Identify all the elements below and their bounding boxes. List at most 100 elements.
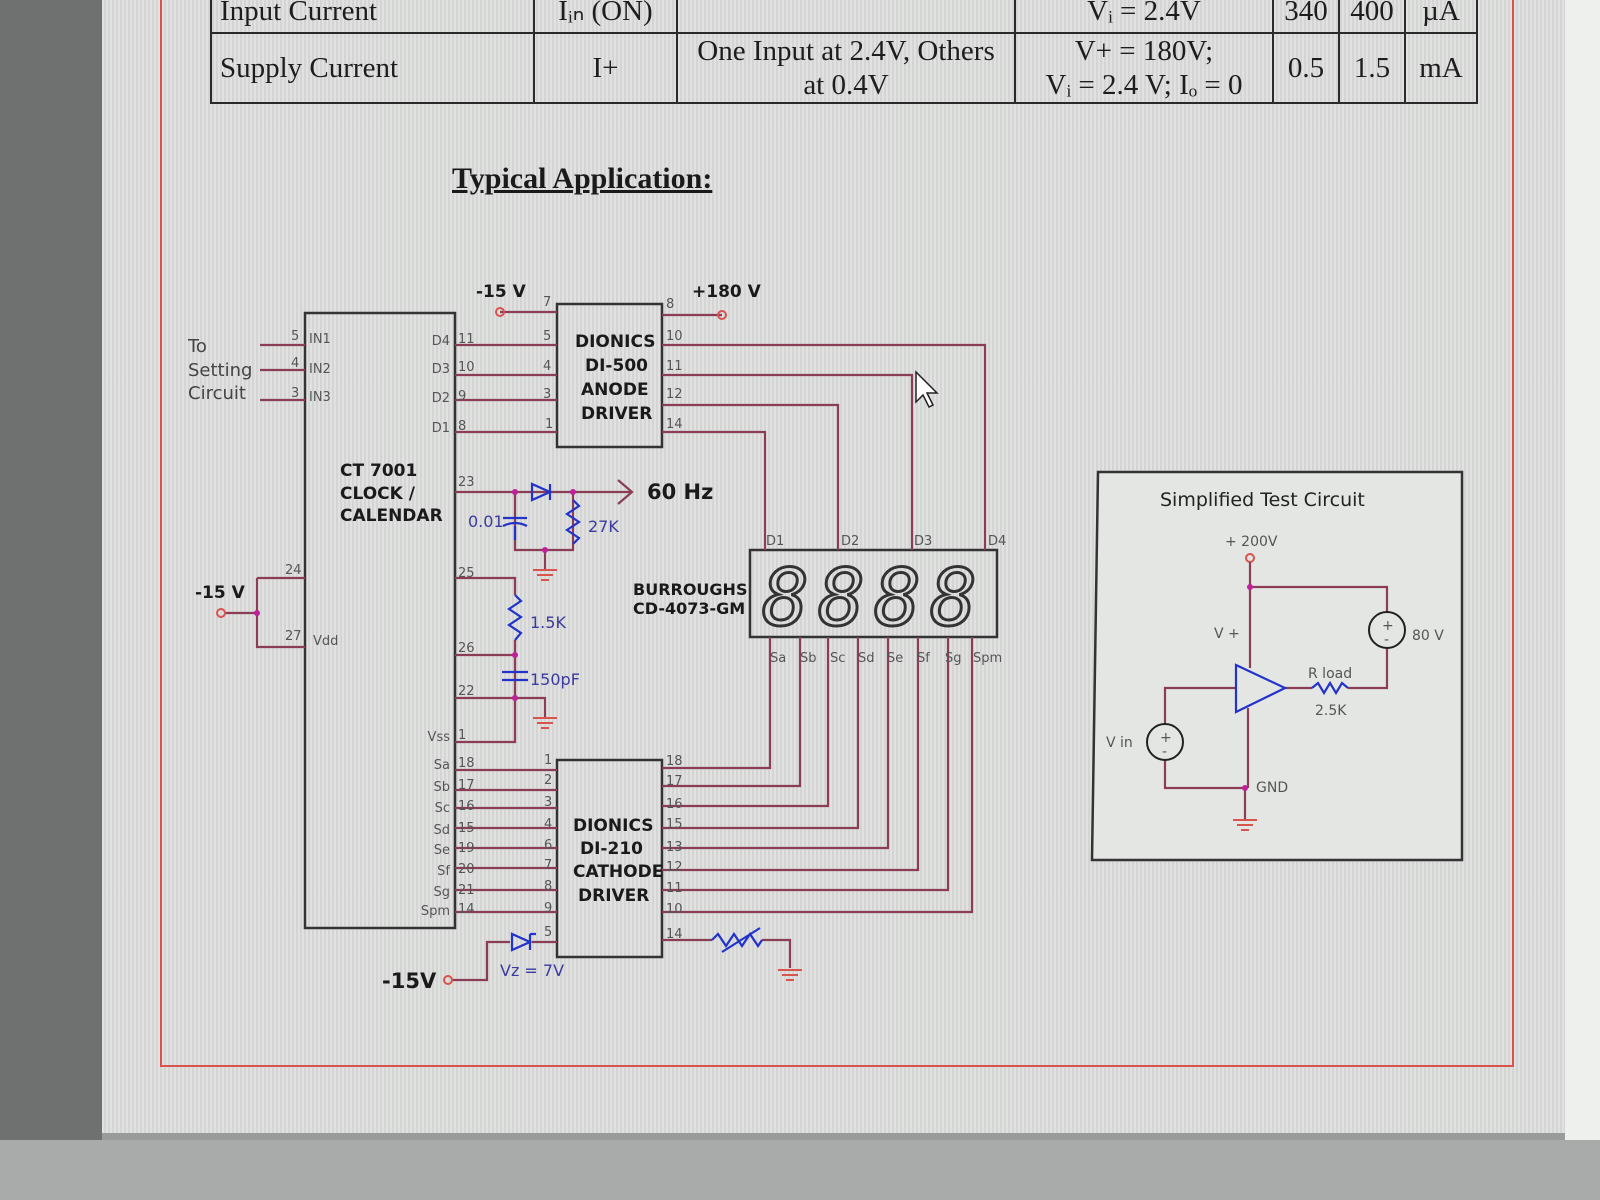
wires — [225, 310, 987, 982]
pin-number: 12 — [666, 860, 683, 875]
svg-text:-: - — [1384, 632, 1389, 648]
param-cell: Supply Current — [210, 32, 535, 104]
variable-resistor-icon — [711, 927, 763, 953]
chip-name: DIONICS — [575, 332, 655, 352]
pin-number: 8 — [666, 297, 674, 312]
section-title: Typical Application: — [452, 162, 713, 195]
display-tube — [748, 548, 999, 639]
svg-text:+: + — [1382, 618, 1394, 634]
terminal-neg15v — [495, 307, 505, 317]
pin-label: Sb — [433, 780, 450, 795]
unit-cell: mA — [1404, 32, 1478, 104]
monitor-bezel-bottom — [0, 1140, 1600, 1200]
pin-number: 11 — [666, 359, 683, 374]
pin-number: 15 — [666, 817, 683, 832]
pin-number: 11 — [458, 332, 475, 347]
chip-name: DRIVER — [578, 886, 649, 906]
pin-number: 18 — [666, 754, 683, 769]
pin-label: Sg — [433, 885, 450, 900]
pin-number: 18 — [458, 756, 475, 771]
test-circuit-box — [1090, 470, 1464, 862]
svg-text:IN1: IN1 — [309, 332, 331, 347]
pin-label: Sc — [435, 801, 450, 816]
segment-label: Spm — [973, 651, 1002, 666]
svg-text:27: 27 — [285, 629, 302, 644]
pin-number: 16 — [666, 797, 683, 812]
conditions-cell: One Input at 2.4V, Others at 0.4V — [676, 32, 1016, 104]
pin-number: 16 — [458, 799, 475, 814]
terminal-neg15v-zener — [443, 975, 453, 985]
pin-label: Vss — [428, 730, 451, 745]
svg-text:24: 24 — [285, 563, 302, 578]
supply-label: +180 V — [692, 282, 762, 302]
table-row: Input Current Iᵢₙ (ON) Vᵢ = 2.4V 340 400… — [210, 0, 1478, 34]
pin-number: 7 — [543, 295, 551, 310]
resistor-label: 1.5K — [530, 613, 566, 632]
pin-number: 10 — [666, 902, 683, 917]
supply-label: -15 V — [195, 583, 246, 603]
amplifier-icon — [1234, 663, 1288, 714]
unit-cell: µA — [1404, 0, 1478, 34]
test-conditions-cell: V+ = 180V;Vᵢ = 2.4 V; Iₒ = 0 — [1014, 32, 1274, 104]
pin-number: 17 — [458, 778, 475, 793]
terminal-neg15v-vdd — [216, 608, 226, 618]
chip-name: CLOCK / — [340, 484, 416, 504]
pin-label: Sd — [433, 823, 450, 838]
supply-label: + 200V — [1225, 534, 1278, 550]
junctions — [254, 489, 576, 701]
symbol-cell: I+ — [533, 32, 678, 104]
pin-number: 4 — [544, 817, 552, 832]
test-condition-line: Vᵢ = 2.4 V; Iₒ = 0 — [1045, 69, 1243, 101]
zener-diode-icon — [510, 932, 536, 952]
pin-number: 1 — [545, 417, 553, 432]
pin-number: 26 — [458, 641, 475, 656]
cathode-driver-chip — [555, 758, 664, 959]
chip-name: CALENDAR — [340, 506, 443, 526]
frequency-label: 60 Hz — [647, 480, 713, 504]
digit-label: D2 — [841, 534, 859, 549]
display-digit: 8 — [762, 554, 809, 644]
capacitor-icon — [502, 670, 528, 682]
pin-number: 12 — [666, 387, 683, 402]
pin-label: Se — [434, 843, 450, 858]
capacitor-icon — [502, 516, 528, 540]
pin-number: 17 — [666, 774, 683, 789]
pin-number: 20 — [458, 862, 475, 877]
chip-name: CATHODE — [573, 862, 663, 882]
pin-number: 7 — [544, 858, 552, 873]
segment-label: Sg — [945, 651, 962, 666]
pin-number: 3 — [543, 387, 551, 402]
pin-number: 25 — [458, 566, 475, 581]
test-circuit-title: Simplified Test Circuit — [1160, 489, 1365, 511]
pin-number: 21 — [458, 883, 475, 898]
page-border — [160, 0, 1514, 1067]
svg-text:IN2: IN2 — [309, 362, 331, 377]
pin-number: 23 — [458, 475, 475, 490]
vin-label: V in — [1106, 735, 1133, 751]
pin-label: Sa — [434, 758, 450, 773]
setting-label: Setting — [188, 360, 252, 381]
display-digit: 8 — [930, 554, 977, 644]
chip-name: DI-500 — [585, 356, 648, 376]
pin-number: 2 — [544, 773, 552, 788]
pin-label: Spm — [421, 904, 450, 919]
supply-label: -15V — [382, 969, 437, 993]
spec-table: Input Current Iᵢₙ (ON) Vᵢ = 2.4V 340 400… — [210, 0, 1478, 104]
source-label: 80 V — [1412, 628, 1444, 644]
pin-number: 1 — [458, 728, 466, 743]
pin-number: 13 — [666, 840, 683, 855]
pin-label: D4 — [432, 334, 450, 349]
desk-background — [0, 0, 102, 1140]
chip-name: DRIVER — [581, 404, 652, 424]
svg-text:4: 4 — [291, 356, 299, 371]
test-condition-line: V+ = 180V; — [1074, 35, 1214, 67]
display-name: CD-4073-GM — [633, 599, 745, 618]
zener-label: Vz = 7V — [500, 961, 564, 980]
param-cell: Input Current — [210, 0, 535, 34]
supply-label: -15 V — [476, 282, 527, 302]
typ-cell: 340 — [1272, 0, 1340, 34]
